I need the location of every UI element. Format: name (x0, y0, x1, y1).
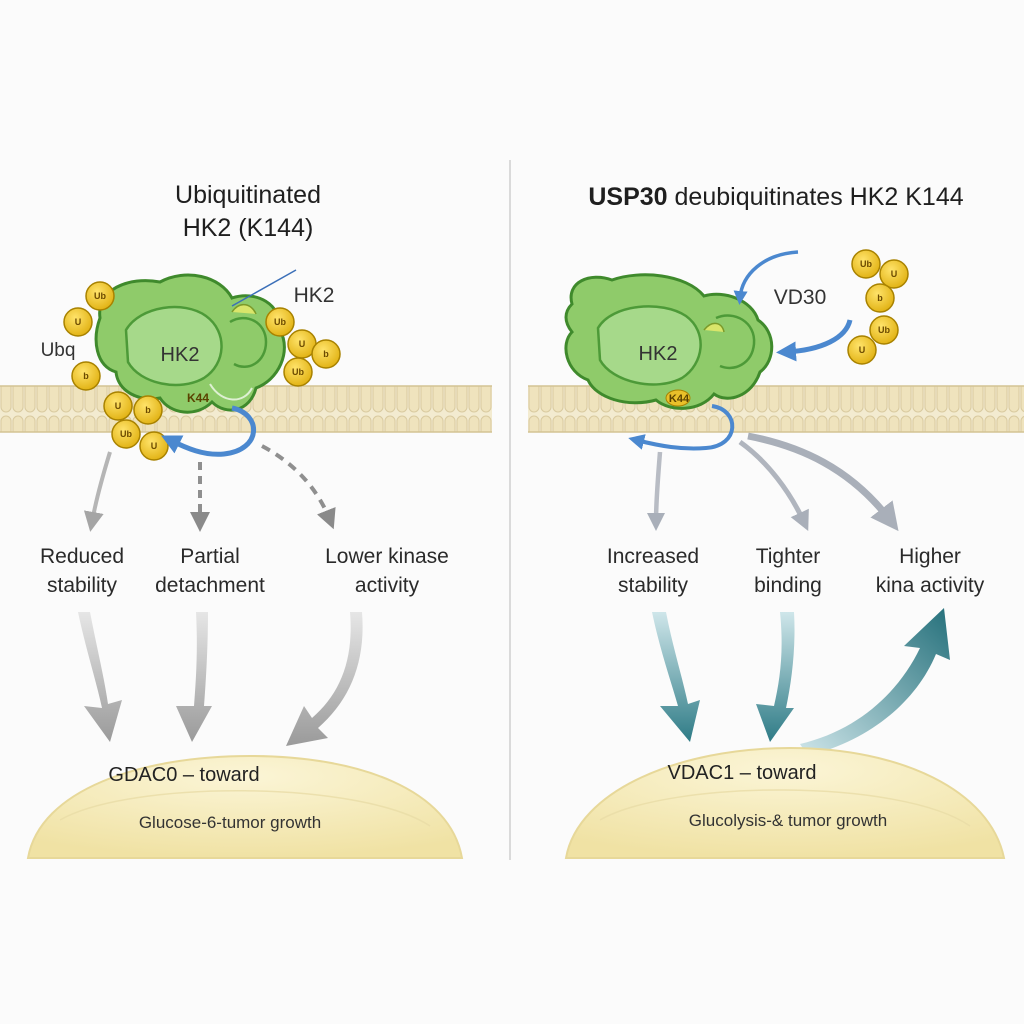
svg-text:detachment: detachment (155, 574, 265, 597)
svg-text:U: U (75, 317, 82, 327)
right-downstream-arrows (652, 608, 950, 756)
svg-text:Ub: Ub (274, 317, 286, 327)
left-effect-detachment: Partial detachment (155, 545, 265, 597)
right-usp30-cycle-arrow (733, 250, 799, 305)
left-destination-subtitle: Glucose-6-tumor growth (139, 813, 321, 832)
ubiquitin-bead: Ub (85, 281, 115, 311)
svg-text:Ub: Ub (120, 429, 132, 439)
svg-text:U: U (151, 441, 158, 451)
svg-text:Partial: Partial (180, 545, 240, 568)
svg-text:b: b (877, 293, 883, 303)
right-title: USP30 deubiquitinates HK2 K144 (588, 183, 963, 211)
ubiquitin-bead: Ub (851, 249, 881, 279)
svg-text:activity: activity (355, 574, 420, 597)
left-effect-stability: Reduced stability (40, 545, 124, 597)
left-title-line2: HK2 (K144) (183, 214, 314, 242)
svg-text:Ub: Ub (860, 259, 872, 269)
right-effect-kinase: Higher kina activity (876, 545, 985, 597)
ubiquitin-bead: Ub (869, 315, 899, 345)
right-hk2-protein: HK2 K44 (564, 273, 774, 410)
right-arrow-binding (738, 439, 809, 532)
svg-text:stability: stability (618, 574, 689, 597)
svg-text:U: U (115, 401, 122, 411)
svg-text:Ub: Ub (94, 291, 106, 301)
right-effect-stability: Increased stability (607, 545, 699, 597)
right-destination-subtitle: Glucolysis-& tumor growth (689, 811, 887, 830)
right-enzyme-label: VD30 (774, 286, 827, 309)
svg-text:b: b (83, 371, 89, 381)
svg-text:U: U (859, 345, 866, 355)
right-arrow-stability (647, 451, 666, 531)
right-panel: USP30 deubiquitinates HK2 K144 HK2 K44 V… (528, 183, 1024, 859)
svg-text:stability: stability (47, 574, 118, 597)
right-protein-label: HK2 (639, 343, 678, 365)
svg-text:Lower kinase: Lower kinase (325, 545, 449, 568)
left-hk2-protein: HK2 K44 (94, 273, 286, 414)
ubiquitin-bead: b (311, 339, 341, 369)
ubiquitin-bead: b (865, 283, 895, 313)
ubiquitin-bead: Ub (283, 357, 313, 387)
left-title-line1: Ubiquitinated (175, 181, 321, 209)
svg-text:b: b (323, 349, 329, 359)
left-panel: Ubiquitinated HK2 (K144) HK2 K44 HK2 Ubq… (0, 181, 492, 859)
svg-text:binding: binding (754, 574, 822, 597)
ubiquitin-bead: Ub (265, 307, 295, 337)
ubiquitin-bead: U (879, 259, 909, 289)
svg-text:b: b (145, 405, 151, 415)
svg-text:Ub: Ub (292, 367, 304, 377)
svg-text:Ub: Ub (878, 325, 890, 335)
svg-text:Reduced: Reduced (40, 545, 124, 568)
ubiquitin-bead: U (103, 391, 133, 421)
left-hk2-callout: HK2 (294, 284, 335, 307)
ubiquitin-bead: U (847, 335, 877, 365)
right-destination-title: VDAC1 – toward (668, 762, 817, 784)
ubiquitin-bead: U (139, 431, 169, 461)
right-arrow-kinase (747, 432, 899, 532)
right-blue-arrow (628, 404, 735, 451)
svg-text:Tighter: Tighter (756, 545, 821, 568)
ubiquitin-bead: U (63, 307, 93, 337)
left-residue-label: K44 (187, 391, 209, 405)
left-blue-arrow (161, 405, 257, 457)
svg-text:U: U (891, 269, 898, 279)
left-protein-label: HK2 (161, 344, 200, 366)
left-ubiquitin-label: Ubq (41, 340, 76, 361)
left-destination (26, 754, 464, 859)
svg-text:kina activity: kina activity (876, 574, 985, 597)
left-arrow-stability (83, 451, 112, 532)
left-arrow-kinase (261, 444, 336, 530)
right-destination (564, 746, 1006, 859)
left-destination-title: GDAC0 – toward (108, 764, 259, 786)
svg-text:Higher: Higher (899, 545, 961, 568)
right-effect-binding: Tighter binding (754, 545, 822, 597)
svg-text:U: U (299, 339, 306, 349)
ubiquitin-bead: b (133, 395, 163, 425)
left-effect-kinase: Lower kinase activity (325, 545, 449, 597)
svg-text:Increased: Increased (607, 545, 699, 568)
right-residue-label: K44 (669, 393, 690, 405)
ubiquitin-bead: b (71, 361, 101, 391)
ubiquitin-bead: Ub (111, 419, 141, 449)
left-downstream-arrows (78, 612, 363, 746)
